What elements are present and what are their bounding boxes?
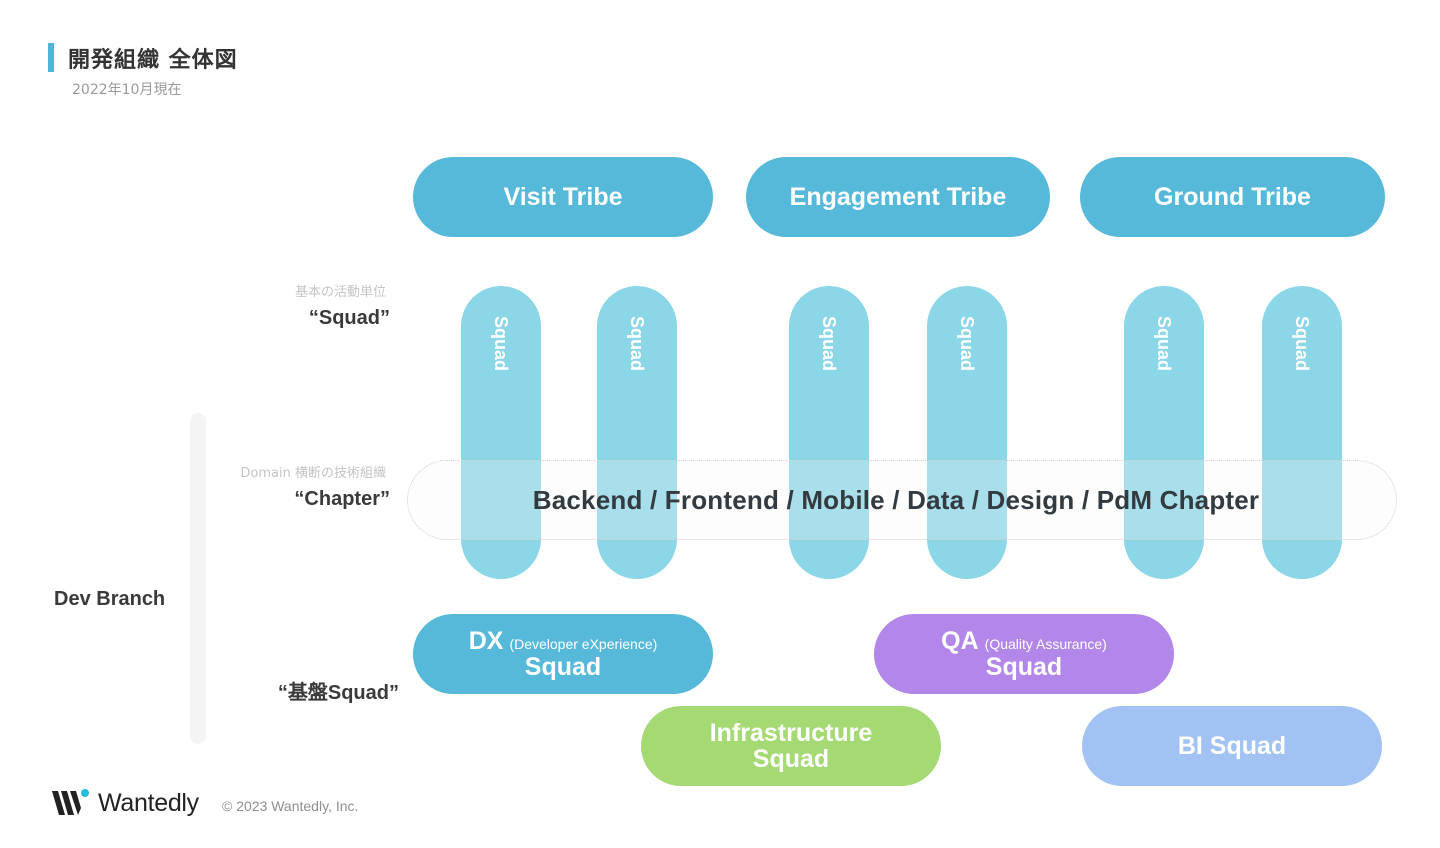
bi-squad: BI Squad [1082, 706, 1382, 786]
squad-label: Squad [627, 316, 647, 372]
tribe-label: Ground Tribe [1154, 182, 1311, 211]
dx-full-name: (Developer eXperience) [509, 635, 658, 652]
squad-column: Squad [789, 286, 869, 579]
tribe-ground: Ground Tribe [1080, 157, 1385, 237]
qa-suffix: Squad [985, 653, 1063, 681]
qa-full-name: (Quality Assurance) [984, 635, 1107, 652]
qa-acronym: QA [941, 626, 979, 655]
title-accent-bar [48, 43, 54, 72]
squad-column: Squad [461, 286, 541, 579]
tribe-label: Visit Tribe [503, 182, 623, 211]
tribe-label: Engagement Tribe [789, 182, 1007, 211]
dev-branch-bar [190, 413, 206, 744]
page-title: 開発組織 全体図 [68, 48, 238, 73]
page-subtitle: 2022年10月現在 [72, 82, 182, 98]
squad-caption: 基本の活動単位 [294, 285, 386, 300]
squad-label: Squad [1292, 316, 1312, 372]
bi-label: BI Squad [1177, 731, 1287, 760]
infra-line2: Squad [752, 745, 830, 773]
squad-label: Squad [491, 316, 511, 372]
dx-acronym: DX [468, 626, 504, 655]
wantedly-logo: Wantedly [52, 788, 199, 818]
squad-term: “Squad” [308, 307, 390, 329]
wantedly-logo-icon [52, 789, 89, 815]
dx-squad: DX (Developer eXperience) Squad [413, 614, 713, 694]
infra-line1: Infrastructure [709, 718, 873, 747]
squad-label: Squad [957, 316, 977, 372]
qa-squad: QA (Quality Assurance) Squad [874, 614, 1174, 694]
squad-column: Squad [597, 286, 677, 579]
chapter-band: Backend / Frontend / Mobile / Data / Des… [407, 460, 1397, 540]
infrastructure-squad: Infrastructure Squad [641, 706, 941, 786]
chapter-term: “Chapter” [294, 488, 390, 510]
dev-branch-label: Dev Branch [54, 588, 166, 610]
squad-column: Squad [1124, 286, 1204, 579]
chapter-caption: Domain 横断の技術組織 [240, 466, 386, 481]
tribe-visit: Visit Tribe [413, 157, 713, 237]
squad-label: Squad [1154, 316, 1174, 372]
dx-suffix: Squad [524, 653, 602, 681]
squad-column: Squad [1262, 286, 1342, 579]
squad-label: Squad [819, 316, 839, 372]
tribe-engagement: Engagement Tribe [746, 157, 1050, 237]
base-squad-term: “基盤Squad” [277, 682, 399, 704]
logo-wordmark: Wantedly [98, 788, 199, 817]
chapter-label: Backend / Frontend / Mobile / Data / Des… [532, 484, 1260, 515]
squad-column: Squad [927, 286, 1007, 579]
copyright: © 2023 Wantedly, Inc. [222, 798, 359, 814]
